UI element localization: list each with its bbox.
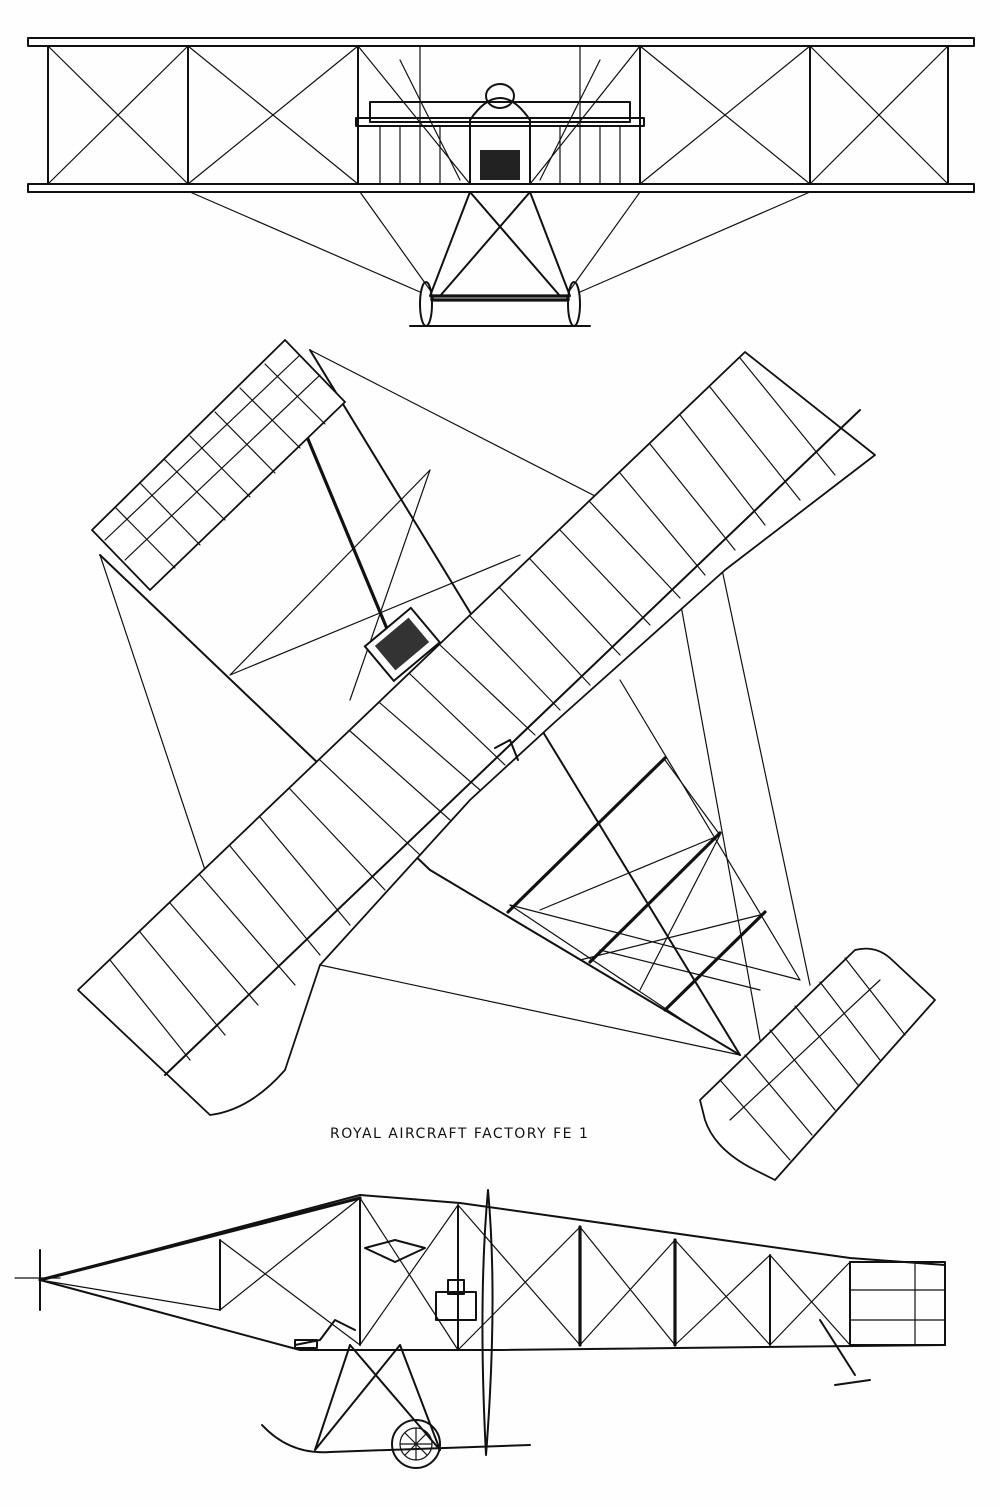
plan-wing-ribs <box>109 357 836 1061</box>
front-undercarriage <box>409 191 591 327</box>
plan-tailplane <box>699 947 936 1181</box>
side-wheel <box>391 1419 441 1469</box>
side-view <box>14 1189 946 1469</box>
front-lower-wing <box>27 183 975 193</box>
front-interplane-struts <box>47 45 949 185</box>
drawing-caption: ROYAL AIRCRAFT FACTORY FE 1 <box>330 1126 590 1142</box>
side-bracing <box>14 1197 851 1351</box>
side-heavy-struts <box>38 1196 677 1347</box>
side-engine <box>364 1239 477 1321</box>
plan-left-panel <box>91 339 346 591</box>
front-upper-wing <box>27 37 975 47</box>
front-radiator <box>480 150 520 180</box>
side-undercarriage <box>261 1319 531 1469</box>
plan-tail-frame <box>298 418 767 1012</box>
front-right-wheel <box>567 281 581 327</box>
front-view <box>27 37 975 327</box>
plan-view <box>77 339 936 1181</box>
front-left-wheel <box>419 281 433 327</box>
side-nose-box <box>819 1261 946 1386</box>
side-propeller <box>481 1189 494 1456</box>
plan-main-wing <box>77 351 876 1116</box>
plan-wing-outline <box>77 351 876 1116</box>
plan-skid-hook <box>494 739 519 761</box>
front-landing-wires <box>189 191 811 293</box>
front-bracing-wires <box>47 45 949 185</box>
plan-wing-spar <box>164 409 861 1076</box>
side-fuselage-struts <box>219 1197 851 1351</box>
front-engine-nacelle <box>355 83 645 185</box>
plan-nacelle <box>363 606 519 761</box>
